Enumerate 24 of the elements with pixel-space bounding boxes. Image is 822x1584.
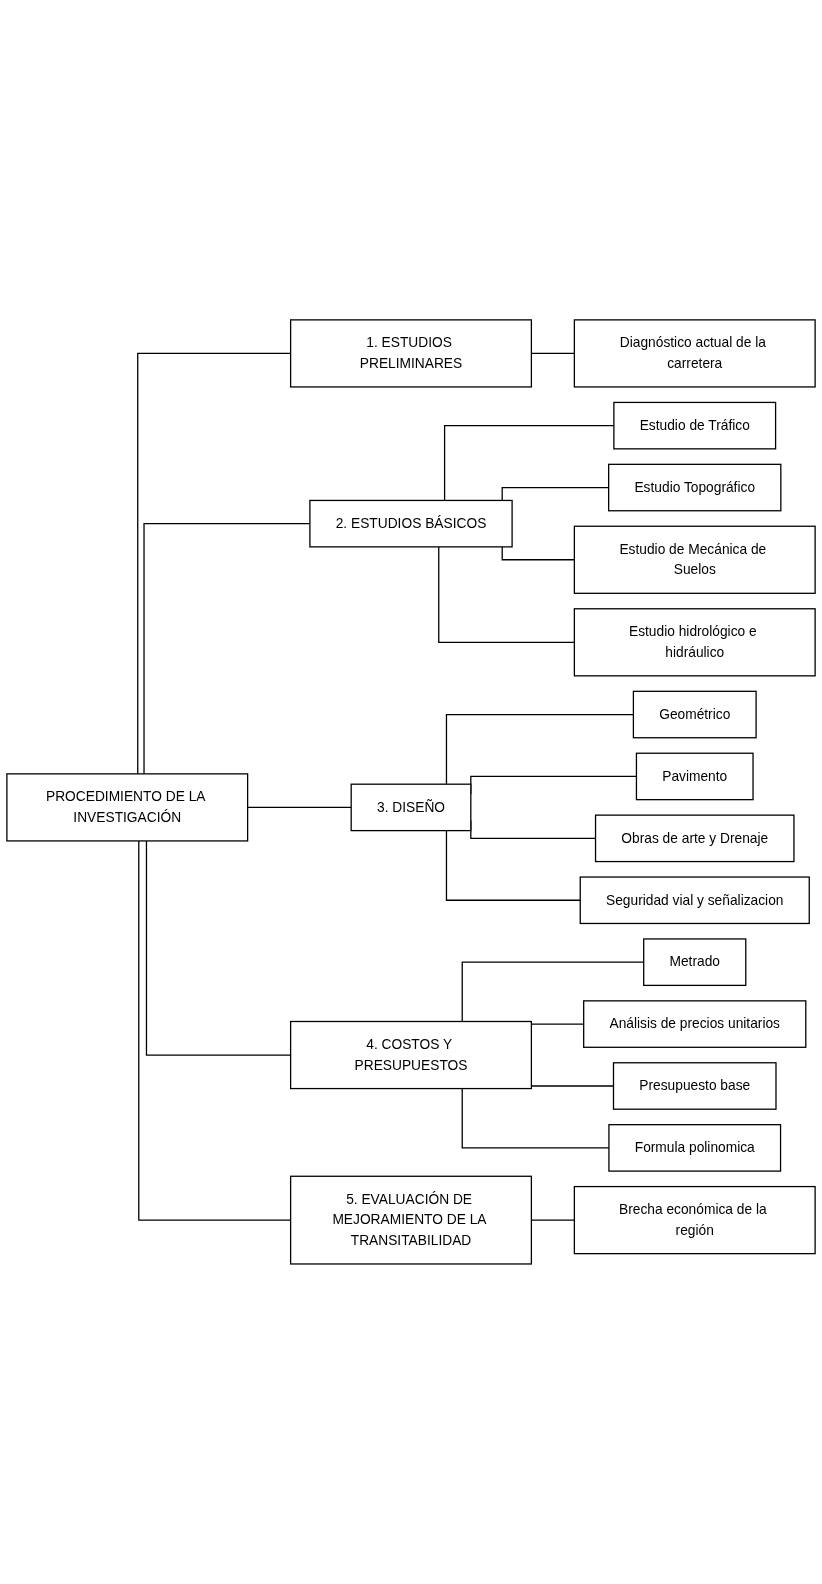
node-box: Diagnóstico actual de la carretera: [573, 319, 816, 388]
node-box: Geométrico: [632, 690, 757, 739]
connector: [438, 546, 575, 644]
node-box: Pavimento: [635, 752, 754, 801]
node-box: Obras de arte y Drenaje: [594, 814, 795, 863]
node-box: Seguridad vial y señalizacion: [579, 876, 810, 925]
node-box: 3. DISEÑO: [350, 783, 472, 832]
node-box: Análisis de precios unitarios: [583, 1000, 807, 1048]
node-box: 5. EVALUACIÓN DE MEJORAMIENTO DE LA TRANSITABILIDAD: [289, 1175, 533, 1265]
node-box: Presupuesto base: [612, 1062, 777, 1110]
node-box: Estudio hidrológico e hidráulico: [573, 608, 816, 677]
node-box: 1. ESTUDIOS PRELIMINARES: [289, 319, 533, 388]
node-box: 4. COSTOS Y PRESUPUESTOS: [289, 1020, 533, 1090]
connector: [247, 806, 352, 809]
node-box: Estudio Topográfico: [608, 463, 782, 512]
node-box: Metrado: [643, 938, 747, 987]
connector: [445, 830, 581, 901]
node-box: 2. ESTUDIOS BÁSICOS: [309, 499, 513, 548]
node-box: Estudio de Tráfico: [613, 401, 777, 450]
node-box: PROCEDIMIENTO DE LA INVESTIGACIÓN: [6, 773, 249, 842]
node-box: Brecha económica de la región: [573, 1186, 816, 1255]
node-box: Estudio de Mecánica de Suelos: [573, 525, 816, 595]
connector: [501, 546, 575, 561]
node-box: Formula polinomica: [608, 1124, 782, 1172]
